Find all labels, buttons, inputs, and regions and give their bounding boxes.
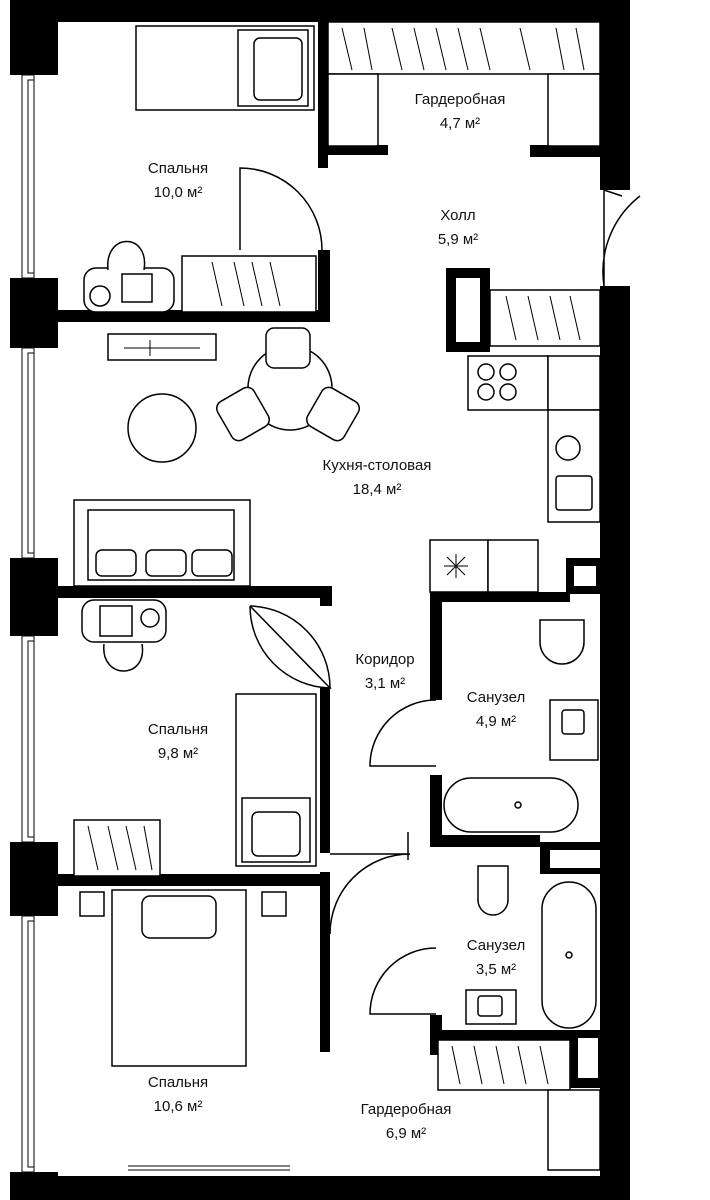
room-name: Гардеробная bbox=[415, 91, 506, 108]
room-area: 18,4 м² bbox=[353, 481, 402, 498]
doors bbox=[239, 167, 641, 1015]
walls bbox=[10, 0, 630, 1200]
room-name: Гардеробная bbox=[361, 1101, 452, 1118]
windows bbox=[21, 74, 290, 1173]
label-bedroom-1: Спальня 10,0 м² bbox=[148, 160, 208, 201]
room-name: Кухня-столовая bbox=[323, 457, 432, 474]
label-hall: Холл 5,9 м² bbox=[438, 207, 478, 248]
room-name: Коридор bbox=[355, 651, 414, 668]
room-area: 9,8 м² bbox=[158, 745, 198, 762]
room-area: 4,9 м² bbox=[476, 713, 516, 730]
room-area: 3,1 м² bbox=[365, 675, 405, 692]
room-area: 5,9 м² bbox=[438, 231, 478, 248]
label-bathroom-1: Санузел 4,9 м² bbox=[467, 689, 525, 730]
room-area: 10,6 м² bbox=[154, 1098, 203, 1115]
room-name: Санузел bbox=[467, 689, 525, 706]
room-area: 6,9 м² bbox=[386, 1125, 426, 1142]
room-name: Холл bbox=[440, 207, 475, 224]
room-labels: Спальня 10,0 м² Гардеробная 4,7 м² Холл … bbox=[148, 91, 525, 1142]
room-name: Спальня bbox=[148, 721, 208, 738]
label-bedroom-3: Спальня 10,6 м² bbox=[148, 1074, 208, 1115]
room-name: Спальня bbox=[148, 160, 208, 177]
room-name: Спальня bbox=[148, 1074, 208, 1091]
label-wardrobe-1: Гардеробная 4,7 м² bbox=[415, 91, 506, 132]
label-wardrobe-2: Гардеробная 6,9 м² bbox=[361, 1101, 452, 1142]
room-name: Санузел bbox=[467, 937, 525, 954]
label-bathroom-2: Санузел 3,5 м² bbox=[467, 937, 525, 978]
room-area: 10,0 м² bbox=[154, 184, 203, 201]
label-kitchen: Кухня-столовая 18,4 м² bbox=[323, 457, 432, 498]
label-corridor: Коридор 3,1 м² bbox=[355, 651, 414, 692]
room-area: 3,5 м² bbox=[476, 961, 516, 978]
furniture bbox=[73, 21, 601, 1171]
label-bedroom-2: Спальня 9,8 м² bbox=[148, 721, 208, 762]
room-area: 4,7 м² bbox=[440, 115, 480, 132]
